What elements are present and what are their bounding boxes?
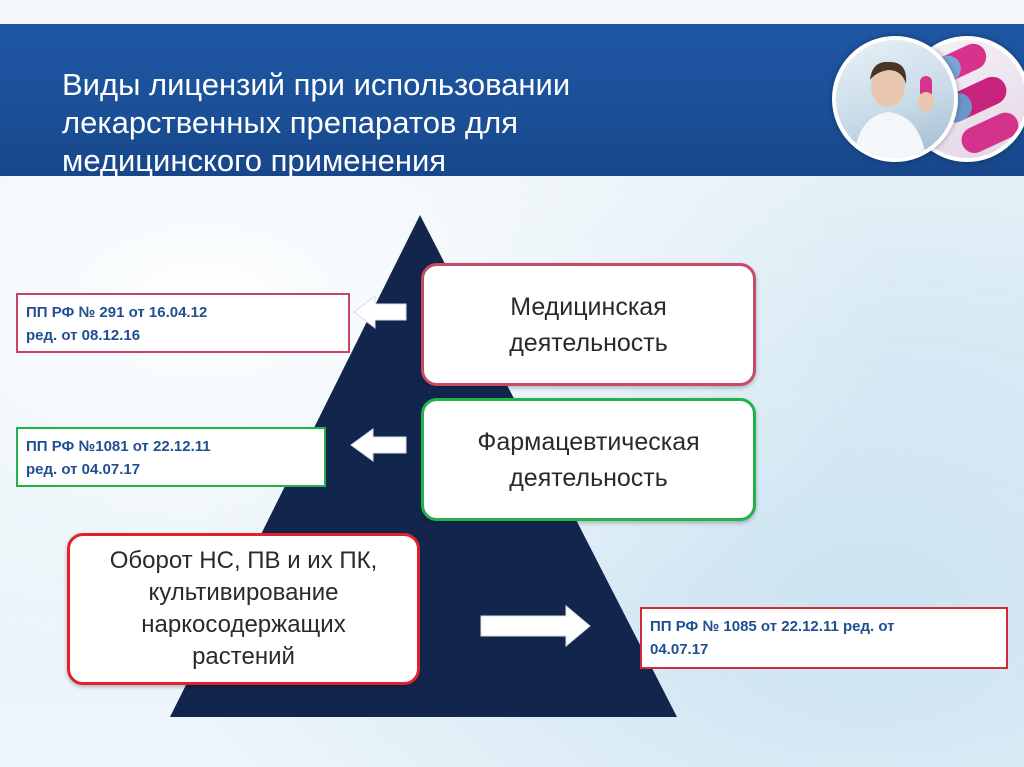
pharma-line-1: Фармацевтическая	[477, 427, 700, 456]
medical-line-1: Медицинская	[510, 292, 667, 321]
pharma-ref-line-1: ПП РФ №1081 от 22.12.11	[26, 438, 211, 455]
arrow-left-1	[353, 294, 407, 330]
narcotic-reference-box: ПП РФ № 1085 от 22.12.11 ред. от 04.07.1…	[640, 607, 1008, 669]
arrow-left-2	[350, 428, 407, 462]
narcotic-ref-line-1: ПП РФ № 1085 от 22.12.11 ред. от	[650, 618, 895, 635]
narcotic-line-2: культивирование	[148, 579, 339, 606]
arrow-right-3	[480, 604, 591, 648]
narcotic-ref-line-2: 04.07.17	[650, 641, 709, 658]
title-line-3: медицинского применения	[62, 143, 447, 178]
doctor-photo	[832, 36, 958, 162]
medical-ref-line-1: ПП РФ № 291 от 16.04.12	[26, 304, 208, 321]
pharma-ref-line-2: ред. от 04.07.17	[26, 461, 141, 478]
slide-title: Виды лицензий при использовании лекарств…	[62, 66, 762, 180]
pharmaceutical-reference-box: ПП РФ №1081 от 22.12.11 ред. от 04.07.17	[16, 427, 326, 487]
title-line-1: Виды лицензий при использовании	[62, 67, 571, 102]
medical-activity-box: Медицинская деятельность	[421, 263, 756, 386]
narcotic-line-1: Оборот НС, ПВ и их ПК,	[109, 547, 378, 574]
medical-line-2: деятельность	[509, 328, 668, 357]
top-strip	[0, 0, 1024, 24]
title-line-2: лекарственных препаратов для	[62, 105, 518, 140]
pharmaceutical-activity-box: Фармацевтическая деятельность	[421, 398, 756, 521]
pharma-line-2: деятельность	[509, 463, 668, 492]
narcotic-line-3: наркосодержащих	[141, 611, 346, 638]
medical-ref-line-2: ред. от 08.12.16	[26, 327, 141, 344]
medical-reference-box: ПП РФ № 291 от 16.04.12 ред. от 08.12.16	[16, 293, 350, 353]
narcotic-line-4: растений	[192, 643, 295, 670]
narcotic-circulation-box: Оборот НС, ПВ и их ПК, культивирование н…	[67, 533, 420, 685]
